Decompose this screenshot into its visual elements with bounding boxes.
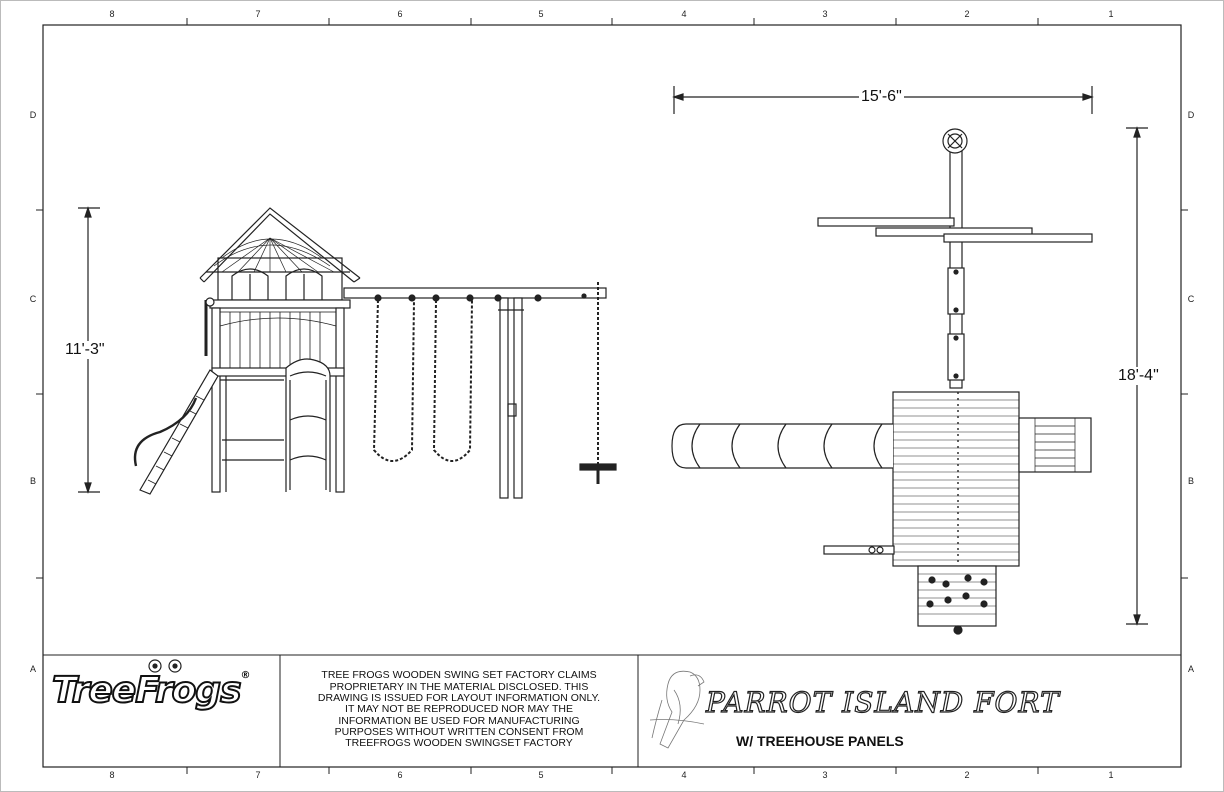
row-label: C	[30, 294, 37, 304]
col-label: 1	[1108, 770, 1113, 780]
side-elevation-view	[78, 206, 617, 499]
col-label: 4	[681, 770, 686, 780]
treefrogs-logo: TreeFrogs®	[51, 669, 277, 730]
row-label: B	[30, 476, 36, 486]
deck-boards	[893, 399, 1019, 561]
disclaimer-line: TREEFROGS WOODEN SWINGSET FACTORY	[345, 737, 573, 750]
height-dimension-label: 11'-3"	[63, 341, 107, 359]
col-label: 3	[822, 770, 827, 780]
swing-beam	[343, 287, 607, 299]
col-label: 5	[538, 9, 543, 19]
row-labels-right: D C B A	[1188, 110, 1195, 674]
depth-dimension-label: 18'-4"	[1116, 367, 1161, 385]
disclaimer-line: PURPOSES WITHOUT WRITTEN CONSENT FROM	[334, 725, 584, 738]
col-label: 6	[397, 770, 402, 780]
tube-slide-plan	[671, 423, 893, 469]
col-label: 8	[109, 9, 114, 19]
product-subtitle: W/ TREEHOUSE PANELS	[736, 733, 904, 749]
disclaimer-line: DRAWING IS ISSUED FOR LAYOUT INFORMATION…	[317, 692, 601, 705]
col-label: 3	[822, 9, 827, 19]
plan-view	[671, 86, 1148, 635]
column-labels-bottom: 8 7 6 5 4 3 2 1	[109, 770, 1113, 780]
col-label: 8	[109, 770, 114, 780]
col-label: 1	[1108, 9, 1113, 19]
col-label: 2	[964, 770, 969, 780]
row-label: A	[1188, 664, 1194, 674]
row-label: D	[1188, 110, 1195, 120]
row-label: A	[30, 664, 36, 674]
disclaimer-line: IT MAY NOT BE REPRODUCED NOR MAY THE	[345, 703, 573, 716]
roof-outline	[199, 207, 361, 279]
registered-mark: ®	[240, 670, 251, 681]
swing-chains	[372, 299, 473, 462]
disclaimer-line: PROPRIETARY IN THE MATERIAL DISCLOSED. T…	[329, 680, 589, 693]
col-label: 7	[255, 9, 260, 19]
disclaimer-block: TREE FROGS WOODEN SWING SET FACTORY CLAI…	[282, 657, 636, 763]
rock-wall-plan	[917, 565, 997, 627]
title-block-lines	[43, 654, 1181, 768]
col-label: 6	[397, 9, 402, 19]
frog-icon	[148, 659, 182, 673]
row-ticks	[36, 209, 1188, 579]
product-title: PARROT ISLAND FORT	[705, 685, 1060, 719]
row-label: B	[1188, 476, 1194, 486]
parrot-illustration	[649, 670, 705, 749]
col-label: 7	[255, 770, 260, 780]
row-label: D	[30, 110, 37, 120]
row-labels-left: D C B A	[30, 110, 37, 674]
width-dimension-label: 15'-6"	[859, 88, 904, 106]
main-deck-plan	[892, 391, 1020, 567]
disclaimer-line: TREE FROGS WOODEN SWING SET FACTORY CLAI…	[321, 669, 597, 682]
col-label: 2	[964, 9, 969, 19]
col-label: 5	[538, 770, 543, 780]
logo-text: TreeFrogs	[51, 669, 243, 712]
col-label: 4	[681, 9, 686, 19]
column-labels-top: 8 7 6 5 4 3 2 1	[109, 9, 1113, 19]
row-label: C	[1188, 294, 1195, 304]
disclaimer-line: INFORMATION BE USED FOR MANUFACTURING	[338, 714, 580, 727]
column-ticks	[186, 18, 1039, 774]
